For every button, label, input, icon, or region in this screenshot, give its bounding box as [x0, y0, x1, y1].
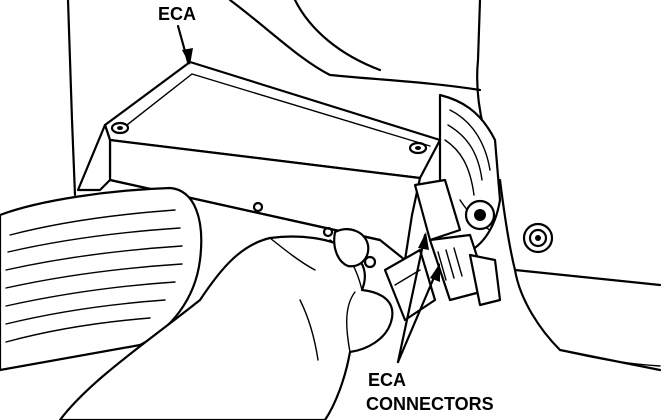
panel-bolt	[522, 222, 554, 254]
technician-hand	[58, 228, 394, 420]
eca-connectors	[383, 178, 502, 322]
connectors-label-line1: ECA	[368, 370, 406, 390]
connectors-label-line2: CONNECTORS	[366, 394, 494, 414]
eca-label: ECA	[158, 4, 196, 24]
eca-callout-arrow	[176, 24, 193, 65]
connectors-callout-arrows	[396, 232, 440, 364]
vehicle-panel	[66, 0, 662, 372]
eca-module	[76, 60, 442, 269]
